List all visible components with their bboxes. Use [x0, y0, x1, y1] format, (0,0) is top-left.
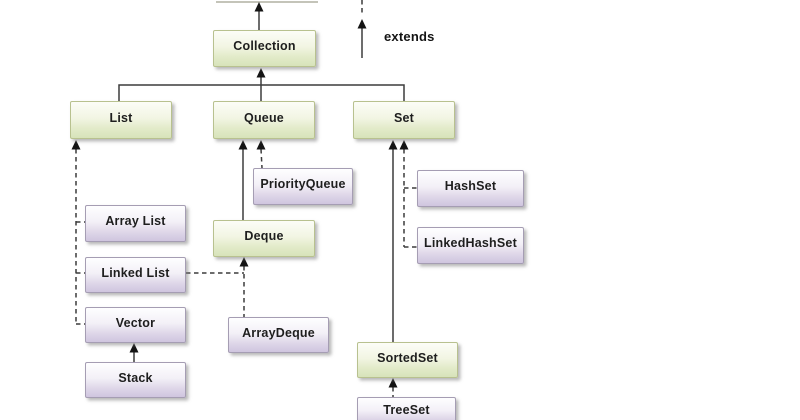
arrowhead-up-icon: [239, 257, 249, 267]
arrowhead-up-icon: [399, 140, 409, 150]
legend-extends-label: extends: [384, 29, 435, 44]
arrowhead-up-icon: [388, 140, 398, 150]
arrowhead-up-icon: [254, 2, 264, 12]
arrowhead-up-icon: [238, 140, 248, 150]
arrowhead-up-icon: [129, 343, 139, 353]
arrowhead-up-icon: [71, 140, 81, 150]
arrowhead-up-icon: [256, 140, 266, 150]
arrowhead-up-icon: [256, 68, 266, 78]
arrowhead-up-icon: [388, 378, 398, 388]
edge-priorityqueue-queue: [260, 148, 263, 169]
arrowhead-up-icon: [357, 19, 367, 29]
